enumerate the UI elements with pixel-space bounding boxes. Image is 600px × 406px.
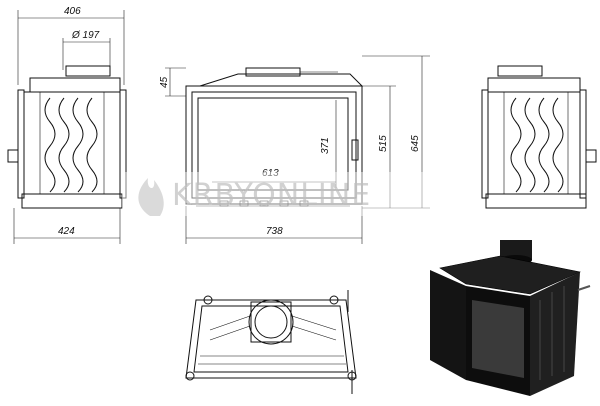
flame-logo-icon — [138, 178, 164, 216]
top-view — [185, 290, 357, 394]
dim-top-offset: 45 — [159, 76, 170, 88]
left-side-view: 406 Ø 197 424 — [7, 6, 127, 244]
dim-glass-height: 371 — [320, 137, 331, 154]
watermark-text: KRBYONLINE — [172, 178, 371, 213]
dim-front-width: 738 — [266, 226, 283, 237]
front-view: 613 371 45 515 645 738 — [159, 55, 430, 244]
dim-side-width: 406 — [64, 6, 81, 17]
dim-total-height: 645 — [410, 135, 421, 152]
isometric-view — [430, 240, 591, 396]
right-side-view — [481, 65, 597, 209]
watermark: KRBYONLINE — [122, 172, 462, 216]
dim-glass-width: 613 — [262, 168, 279, 179]
dim-side-depth: 424 — [58, 226, 75, 237]
dim-flue-diameter: Ø 197 — [71, 30, 100, 41]
dim-body-height: 515 — [378, 135, 389, 152]
